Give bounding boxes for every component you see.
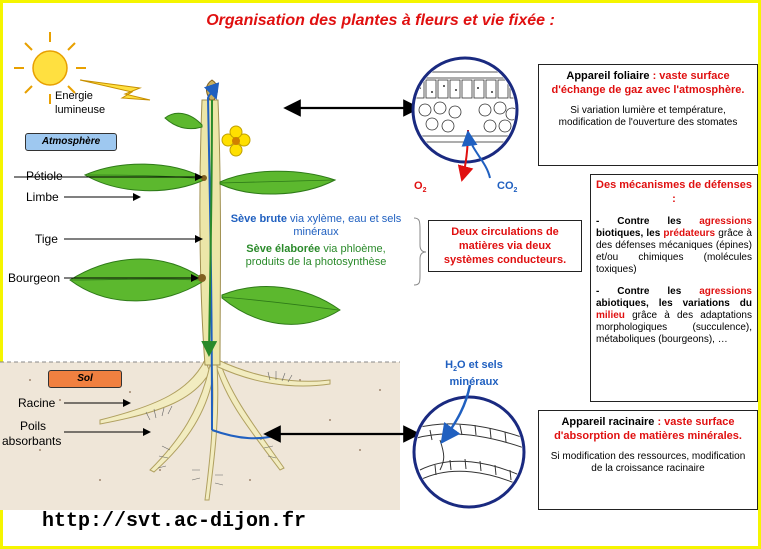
leaves <box>69 112 341 325</box>
foliaire-box: Appareil foliaire : vaste surface d'écha… <box>538 64 758 166</box>
roots <box>99 358 331 501</box>
flower-icon <box>221 125 251 157</box>
poils-label-2: absorbants <box>2 434 62 448</box>
energy-label-2: lumineuse <box>55 104 106 116</box>
racine-label: Racine <box>18 396 56 410</box>
bourgeon-label: Bourgeon <box>8 271 61 285</box>
leaf-section-icon <box>411 56 519 164</box>
energy-label-1: Energie <box>55 90 93 102</box>
page-title: Organisation des plantes à fleurs et vie… <box>206 12 555 29</box>
poils-label-1: Poils <box>20 419 47 433</box>
racinaire-box: Appareil racinaire : vaste surface d'abs… <box>538 410 758 510</box>
tige-label: Tige <box>35 232 58 246</box>
atmosphere-tag: Atmosphère <box>25 133 117 151</box>
raw-sap-title: Sève brute <box>230 213 287 225</box>
elaborated-sap-flow <box>201 99 218 357</box>
o2-label: O2 <box>414 180 427 195</box>
lightning-icon <box>79 79 151 101</box>
sap-legend: Sève brute via xylème, eau et sels minér… <box>230 213 402 268</box>
root-section-icon <box>412 395 526 509</box>
co2-label: CO2 <box>497 180 518 195</box>
sol-tag: Sol <box>48 370 122 388</box>
defenses-box: Des mécanismes de défenses : - Contre le… <box>590 174 758 402</box>
circulation-box: Deux circulations de matières via deux s… <box>428 220 582 272</box>
elaborated-sap-title: Sève élaborée <box>246 243 321 255</box>
petiole-label: Pétiole <box>26 169 63 183</box>
sun-icon <box>14 32 86 104</box>
source-url: http://svt.ac-dijon.fr <box>42 510 307 533</box>
root-hairs <box>145 371 293 486</box>
limbe-label: Limbe <box>26 190 59 204</box>
